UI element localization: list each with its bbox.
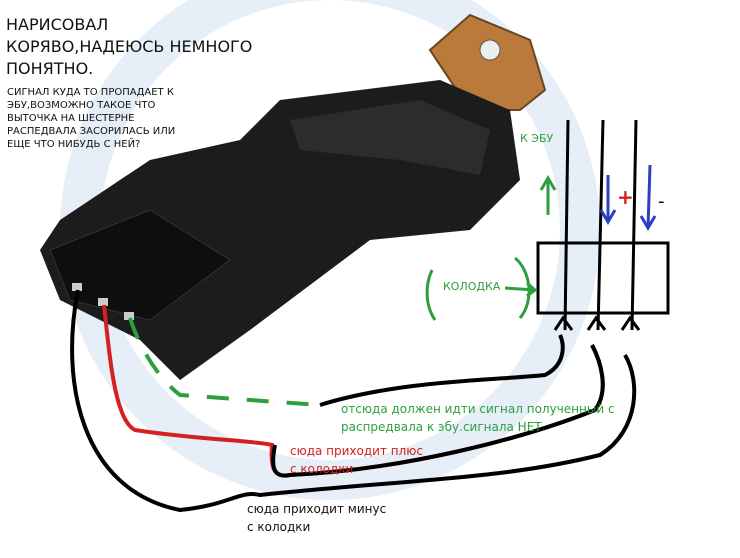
note-line: отсюда должен идти сигнал полученный с xyxy=(341,402,615,416)
question-text: СИГНАЛ КУДА ТО ПРОПАДАЕТ К ЭБУ,ВОЗМОЖНО … xyxy=(7,86,175,151)
signal-wire-black xyxy=(319,334,565,407)
bracket xyxy=(425,269,437,321)
pin-3 xyxy=(124,312,134,320)
down-arrow-icon xyxy=(639,164,657,231)
connector-label: КОЛОДКА xyxy=(443,280,501,293)
connector-block xyxy=(536,241,670,315)
minus-note: сюда приходит минус с колодки xyxy=(247,500,386,536)
question-line: ЕЩЕ ЧТО НИБУДЬ С НЕЙ? xyxy=(7,139,141,150)
title-line: ПОНЯТНО. xyxy=(6,59,94,78)
pin-2 xyxy=(98,298,108,306)
to-ecu-label: К ЭБУ xyxy=(520,132,554,145)
title-line: НАРИСОВАЛ xyxy=(6,15,109,34)
minus-wire xyxy=(70,289,637,513)
title-line: КОРЯВО,НАДЕЮСЬ НЕМНОГО xyxy=(6,37,253,56)
sensor-plug xyxy=(49,209,231,321)
signal-note: отсюда должен идти сигнал полученный с р… xyxy=(341,400,615,436)
question-line: РАСПЕДВАЛА ЗАСОРИЛАСЬ ИЛИ xyxy=(7,126,176,137)
plus-label: + xyxy=(617,185,634,209)
question-line: ВЫТОЧКА НА ШЕСТЕРНЕ xyxy=(7,113,135,124)
question-line: ЭБУ,ВОЗМОЖНО ТАКОЕ ЧТО xyxy=(7,100,156,111)
note-line: с колодки xyxy=(247,520,311,534)
note-line: с колодки xyxy=(290,462,354,476)
connector-pins xyxy=(553,315,641,331)
note-line: сюда приходит плюс xyxy=(290,444,423,458)
down-arrow-icon xyxy=(599,175,617,225)
up-arrow-icon xyxy=(539,175,557,215)
plus-note: сюда приходит плюс с колодки xyxy=(290,442,423,478)
minus-label: - xyxy=(658,191,665,212)
note-line: сюда приходит минус xyxy=(247,502,387,516)
connector-arrow-icon xyxy=(504,256,538,319)
title: НАРИСОВАЛ КОРЯВО,НАДЕЮСЬ НЕМНОГО ПОНЯТНО… xyxy=(6,14,252,80)
signal-wire xyxy=(128,317,321,407)
mounting-hole xyxy=(479,39,501,61)
question-line: СИГНАЛ КУДА ТО ПРОПАДАЕТ К xyxy=(7,87,174,98)
note-line: распредвала к эбу.сигнала НЕТ. xyxy=(341,420,546,434)
sensor-dome xyxy=(290,100,490,175)
pin-1 xyxy=(72,283,82,291)
plus-wire-black xyxy=(271,344,605,478)
